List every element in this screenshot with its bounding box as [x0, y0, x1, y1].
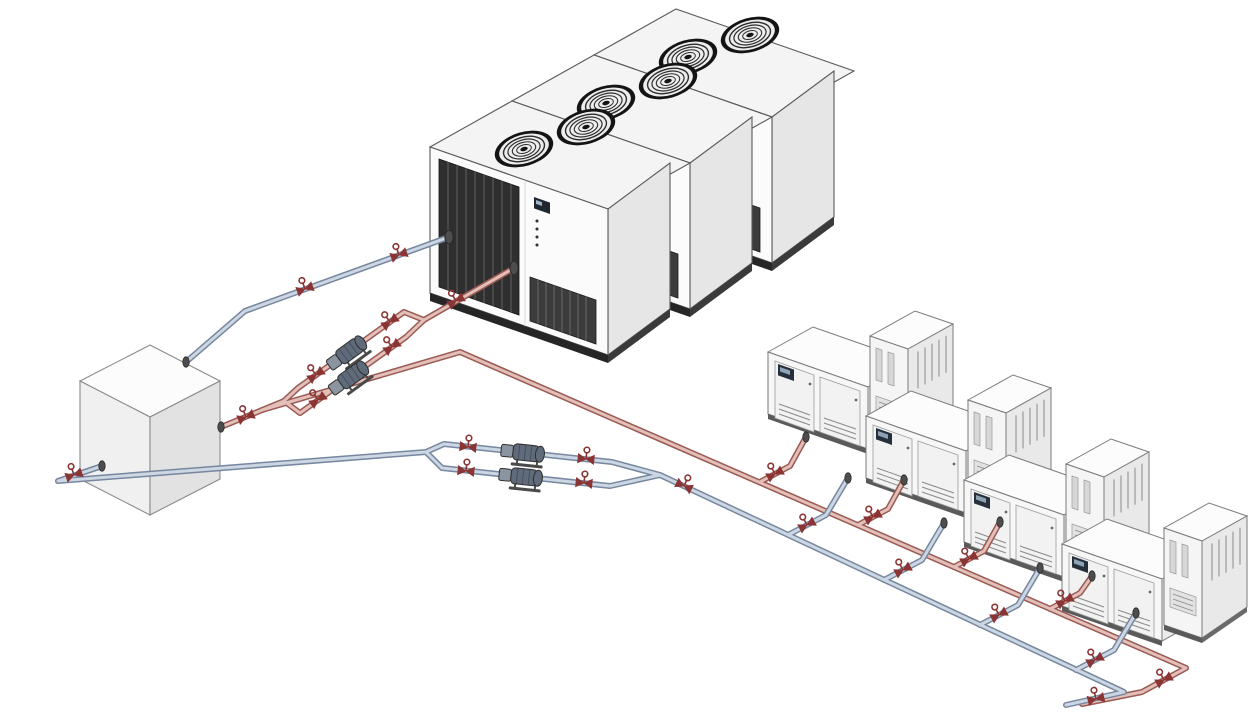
- flange-icon: [844, 472, 852, 484]
- flange-icon: [900, 474, 908, 486]
- flange-icon: [509, 260, 519, 276]
- flange-icon: [802, 431, 810, 443]
- pump-icon: [496, 465, 545, 494]
- flange-icon: [182, 356, 190, 368]
- flange-icon: [444, 229, 454, 245]
- flange-icon: [940, 517, 948, 529]
- tank-side-face: [149, 380, 221, 516]
- flange-icon: [996, 516, 1004, 528]
- flange-icon: [217, 421, 225, 433]
- flange-icon: [1036, 562, 1044, 574]
- chiller-bank: [430, 9, 854, 363]
- buffer-tank: [78, 344, 222, 516]
- pump-icon: [498, 441, 547, 470]
- flange-icon: [98, 460, 106, 472]
- indoor-units: [767, 310, 1248, 647]
- flange-icon: [1132, 607, 1140, 619]
- flange-icon: [1088, 570, 1096, 582]
